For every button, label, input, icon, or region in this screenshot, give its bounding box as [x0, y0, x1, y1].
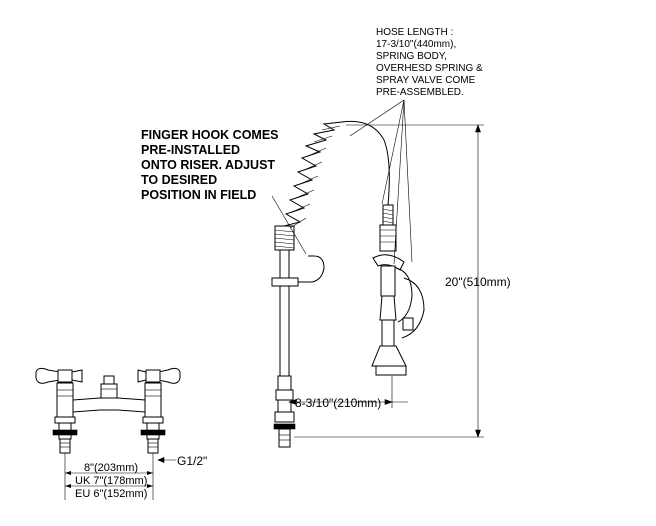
finger-note-line: TO DESIRED	[141, 173, 218, 187]
height-dimension-label: 20"(510mm)	[445, 275, 511, 289]
base-faucet	[35, 367, 181, 454]
base-dimension-lines	[64, 453, 176, 500]
centers-dimension-label: 8"(203mm)	[84, 462, 139, 474]
left-valve-body	[56, 382, 74, 418]
finger-note-line: PRE-INSTALLED	[141, 143, 241, 157]
finger-note-line: POSITION IN FIELD	[141, 188, 257, 202]
finger-note-line: FINGER HOOK COMES	[141, 128, 279, 142]
hose-note-line: HOSE LENGTH :	[376, 27, 454, 38]
finger-hook-note: FINGER HOOK COMES PRE-INSTALLED ONTO RIS…	[141, 128, 279, 203]
centers-uk-label: UK 7"(178mm)	[75, 475, 148, 487]
spray-valve	[371, 204, 425, 376]
trigger	[395, 267, 413, 323]
thread-size-label: G1/2"	[177, 454, 208, 468]
centers-eu-label: EU 6"(152mm)	[75, 488, 148, 500]
hose	[341, 120, 390, 206]
note-leaders	[271, 99, 413, 265]
left-handle	[35, 367, 61, 384]
hose-note-line: SPRAY VALVE COME	[376, 75, 476, 86]
hose-note-line: OVERHESD SPRING &	[376, 63, 483, 74]
reach-dimension	[288, 376, 408, 408]
height-dimension	[294, 124, 484, 438]
finger-hook	[289, 255, 325, 283]
hose-note-line: 17-3/10"(440mm),	[376, 39, 457, 50]
hose-length-note: HOSE LENGTH : 17-3/10"(440mm), SPRING BO…	[376, 27, 483, 99]
right-valve-body	[144, 382, 162, 418]
finger-note-line: ONTO RISER. ADJUST	[141, 158, 276, 172]
cross-body	[72, 397, 146, 413]
right-handle	[157, 367, 181, 384]
pre-rinse-unit	[271, 120, 425, 448]
hose-note-line: PRE-ASSEMBLED.	[376, 87, 464, 98]
reach-dimension-label: 8-3/10"(210mm)	[295, 396, 382, 410]
hose-note-line: SPRING BODY,	[376, 51, 447, 62]
overhead-spring	[283, 121, 343, 227]
